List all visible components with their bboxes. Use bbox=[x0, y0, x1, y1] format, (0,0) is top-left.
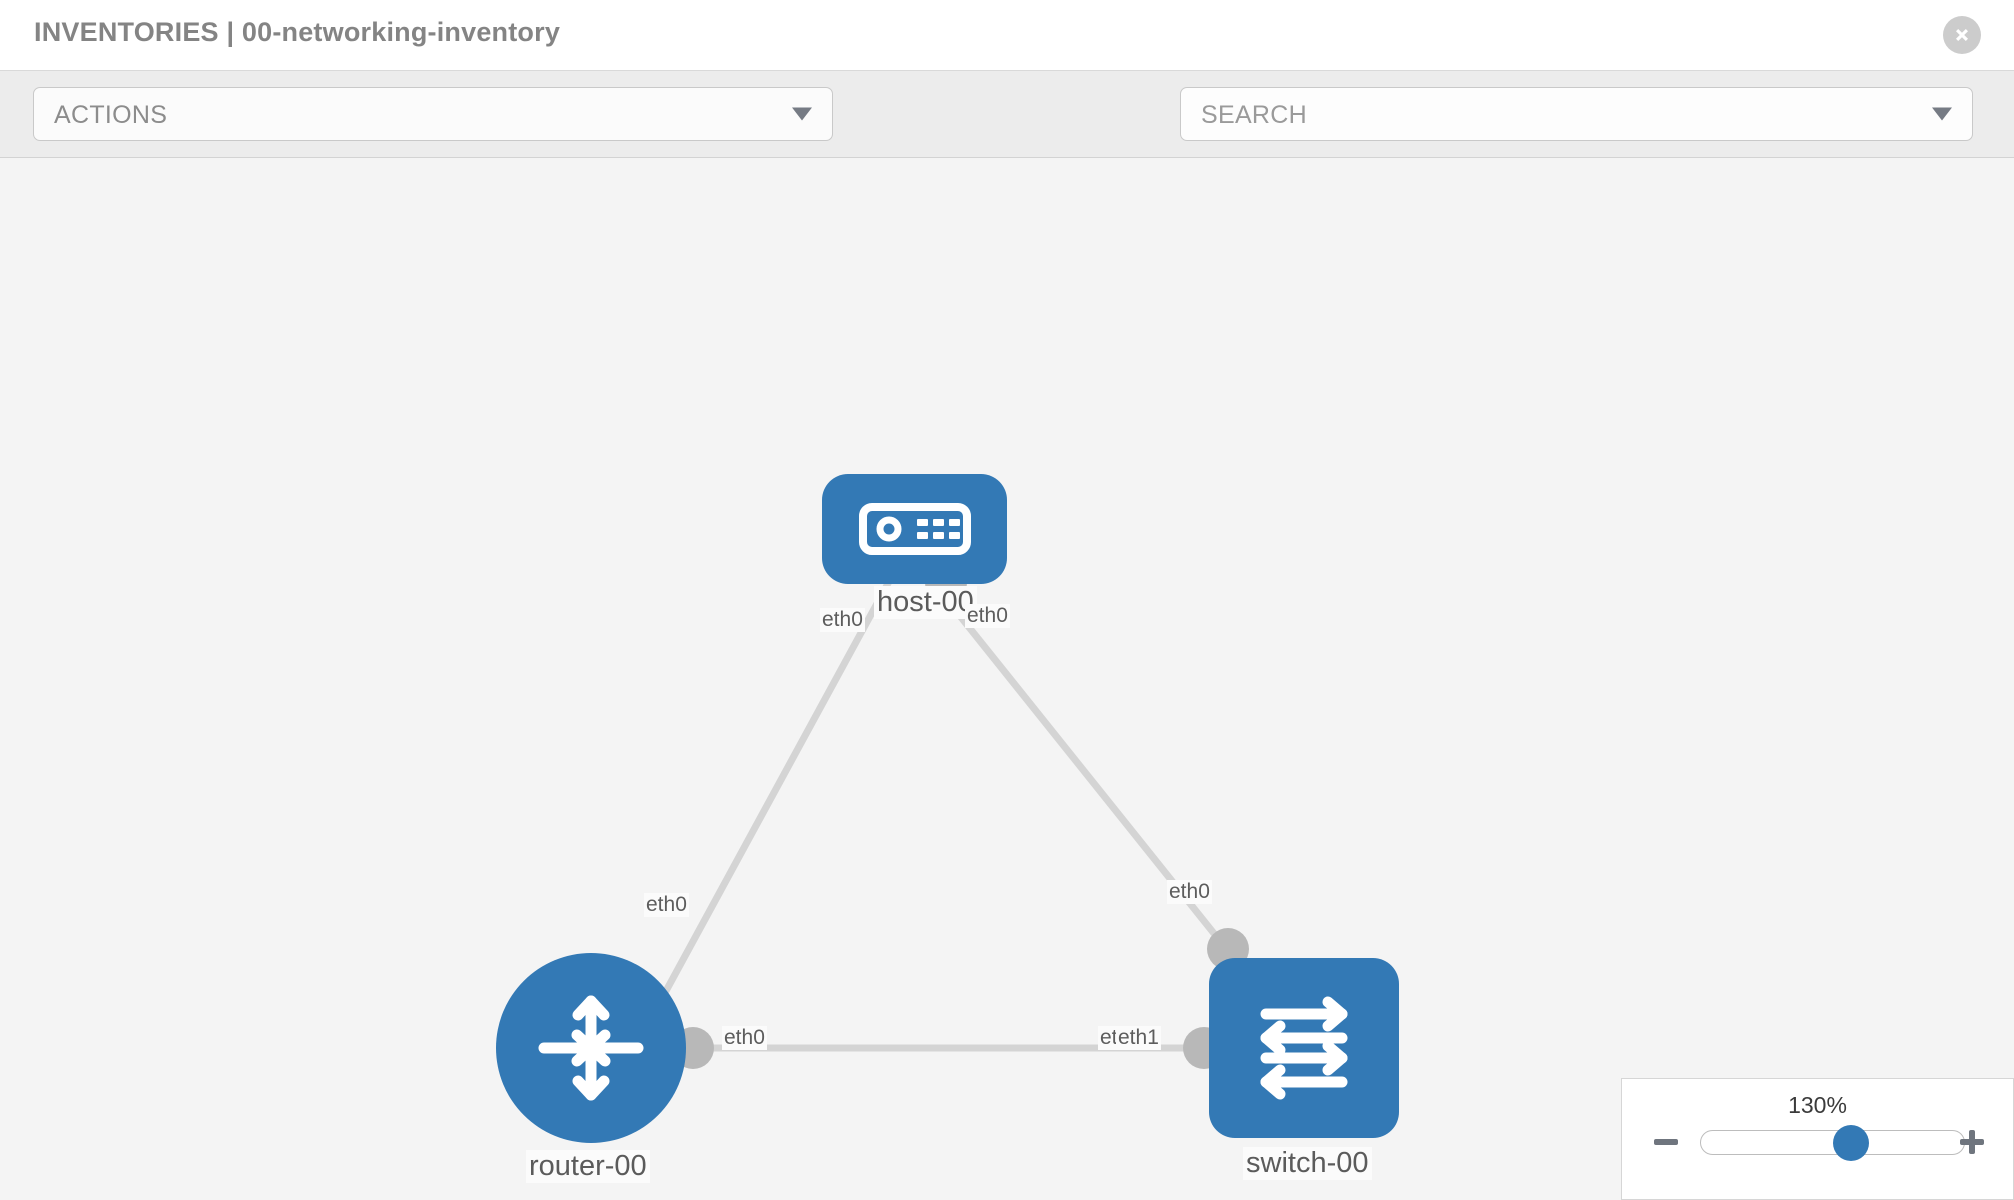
node-router-00-shape[interactable] bbox=[496, 953, 686, 1143]
node-switch-00-shape[interactable] bbox=[1209, 958, 1399, 1138]
topology-canvas[interactable]: host-00 router-00 bbox=[0, 158, 2014, 1200]
iface-label-host-right: eth0 bbox=[965, 604, 1010, 628]
node-router-00-label: router-00 bbox=[526, 1150, 650, 1183]
zoom-control-panel: 130% bbox=[1621, 1078, 2014, 1200]
page-title: INVENTORIES | 00-networking-inventory bbox=[34, 17, 561, 47]
chevron-down-icon[interactable] bbox=[1932, 107, 1952, 121]
iface-label-router-top: eth0 bbox=[644, 893, 689, 917]
zoom-level-label: 130% bbox=[1788, 1092, 1847, 1118]
chevron-down-icon bbox=[792, 107, 812, 121]
router-arrows-icon bbox=[538, 995, 644, 1101]
actions-dropdown[interactable]: ACTIONS bbox=[33, 87, 833, 141]
topology-edges bbox=[644, 573, 1243, 1052]
switch-arrows-icon bbox=[1260, 996, 1348, 1100]
zoom-slider-thumb[interactable] bbox=[1833, 1125, 1869, 1161]
minus-icon[interactable] bbox=[1651, 1127, 1681, 1157]
page-header: INVENTORIES | 00-networking-inventory bbox=[0, 0, 2014, 70]
node-host-00-label: host-00 bbox=[874, 586, 977, 619]
edge-host-switch bbox=[925, 573, 1243, 969]
server-icon bbox=[858, 503, 971, 555]
iface-label-switch-left-eth1: eth1 bbox=[1116, 1026, 1161, 1050]
search-input[interactable]: SEARCH bbox=[1180, 87, 1973, 141]
search-placeholder: SEARCH bbox=[1201, 101, 1307, 129]
plus-icon[interactable] bbox=[1957, 1127, 1987, 1157]
edge-host-router bbox=[644, 574, 896, 1026]
toolbar: ACTIONS SEARCH bbox=[0, 70, 2014, 205]
node-switch-00-label: switch-00 bbox=[1243, 1147, 1372, 1180]
close-icon[interactable] bbox=[1943, 16, 1981, 54]
node-host-00-shape[interactable] bbox=[822, 474, 1007, 584]
iface-label-switch-top: eth0 bbox=[1167, 880, 1212, 904]
iface-label-router-right: eth0 bbox=[722, 1026, 767, 1050]
iface-label-host-left: eth0 bbox=[820, 608, 865, 632]
actions-dropdown-label: ACTIONS bbox=[54, 101, 168, 129]
topology-graph: host-00 router-00 bbox=[0, 158, 2014, 1200]
zoom-slider[interactable] bbox=[1700, 1125, 1965, 1161]
